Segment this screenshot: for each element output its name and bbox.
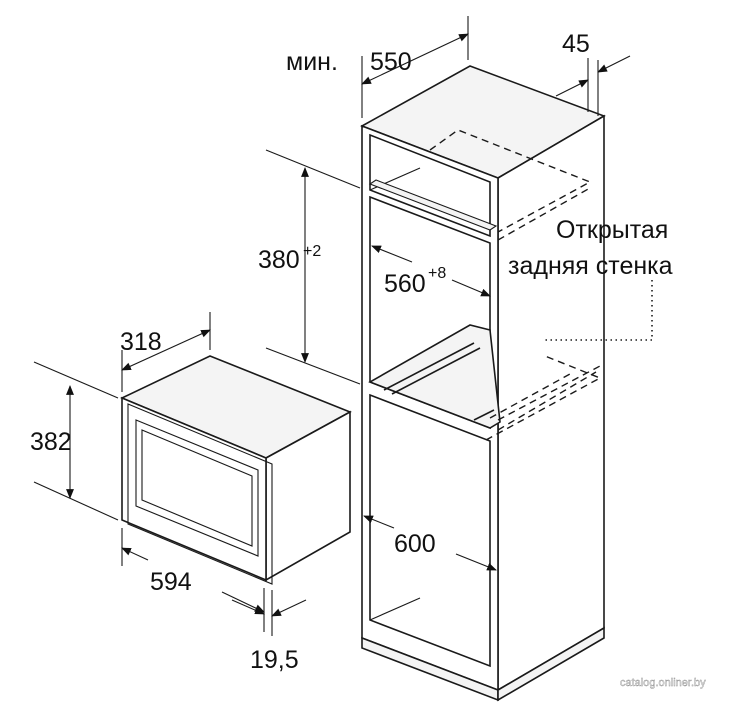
watermark: catalog.onliner.by: [620, 677, 706, 689]
dim-cabinet-depth: [361, 16, 469, 118]
cabinet-shelf-upper: [368, 179, 498, 231]
label-cabinet-width: 600: [394, 530, 436, 558]
cabinet-shelf-niche: [368, 324, 501, 429]
oven-window: [135, 419, 259, 557]
label-cabinet-depth-prefix: мин.: [286, 48, 338, 76]
dim-niche-height: [265, 149, 361, 385]
open-back-dashed-upper: [429, 129, 592, 233]
annotation-line1: Открытая: [556, 216, 668, 244]
annotation-leader: [545, 280, 653, 341]
label-oven-height: 382: [30, 428, 72, 456]
label-niche-width-tolerance: +8: [428, 265, 446, 282]
label-oven-width: 594: [150, 568, 192, 596]
cabinet-side-face: [497, 114, 605, 692]
oven-front-face: [121, 396, 267, 582]
label-niche-height-tolerance: +2: [303, 243, 321, 260]
dim-oven-height: [33, 361, 119, 521]
dim-front-thickness: [231, 590, 307, 636]
label-front-thickness: 19,5: [250, 646, 299, 674]
dim-niche-width: [371, 245, 491, 297]
dim-rear-gap: [555, 55, 631, 116]
oven-bezel: [127, 403, 273, 585]
dim-oven-depth: [121, 312, 211, 392]
label-niche-width: 560: [384, 270, 426, 298]
label-cabinet-depth: 550: [370, 48, 412, 76]
cabinet-lower-opening: [369, 393, 491, 668]
cabinet-upper-opening: [369, 133, 491, 238]
label-rear-gap: 45: [562, 30, 590, 58]
dim-cabinet-width: [363, 515, 497, 571]
oven: [120, 355, 352, 585]
label-niche-height: 380: [258, 246, 300, 274]
annotation-line2: задняя стенка: [508, 252, 673, 280]
tall-cabinet: [360, 65, 653, 702]
label-oven-depth: 318: [120, 328, 162, 356]
